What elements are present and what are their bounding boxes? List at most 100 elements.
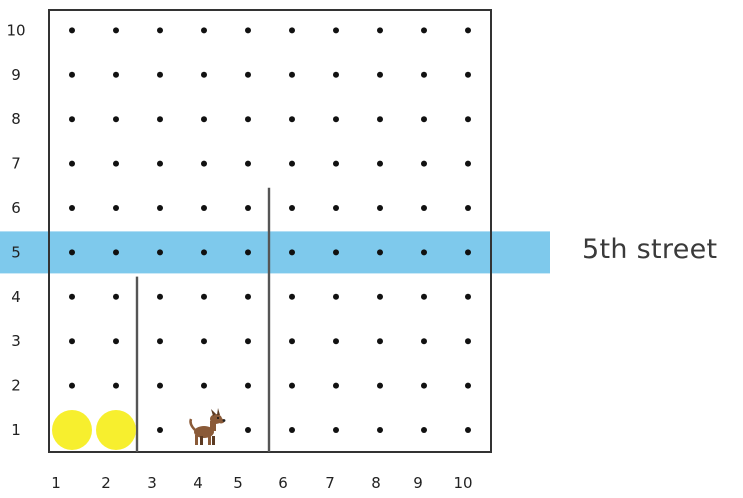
grid-dot <box>69 71 75 78</box>
grid-dot <box>421 293 427 300</box>
grid-dot <box>157 293 163 300</box>
x-tick-label: 3 <box>147 474 157 492</box>
grid-dot <box>377 249 383 256</box>
grid-dot <box>377 160 383 167</box>
y-tick-label: 8 <box>11 110 21 128</box>
dog-leg <box>212 436 215 445</box>
grid-dot <box>333 160 339 167</box>
grid-dot <box>289 293 295 300</box>
grid-dot <box>465 293 471 300</box>
grid-dot <box>157 27 163 34</box>
grid-dot <box>157 427 163 433</box>
grid-dot <box>377 116 383 123</box>
grid-dot <box>421 382 427 389</box>
grid-dot <box>113 205 119 211</box>
y-tick-label: 1 <box>11 421 21 439</box>
grid-dot <box>421 27 427 34</box>
grid-dot <box>69 27 75 34</box>
grid-dot <box>333 382 339 389</box>
grid-dot <box>245 160 251 167</box>
grid-dot <box>201 382 207 389</box>
grid-dot <box>69 338 75 345</box>
grid-dot <box>201 27 207 34</box>
grid-dot <box>69 116 75 123</box>
y-tick-label: 10 <box>6 21 25 39</box>
x-tick-label: 9 <box>413 474 423 492</box>
dog-neck <box>210 421 216 431</box>
grid-dot <box>377 205 383 211</box>
x-tick-label: 4 <box>193 474 203 492</box>
grid-dot <box>69 293 75 300</box>
dog-leg <box>195 435 198 445</box>
grid-dot <box>69 382 75 389</box>
x-tick-label: 8 <box>371 474 381 492</box>
grid-dot <box>69 160 75 167</box>
grid-dot <box>465 160 471 167</box>
grid-dot <box>333 71 339 78</box>
dog-snout <box>217 418 225 424</box>
x-tick-label: 2 <box>101 474 111 492</box>
street-label: 5th street <box>582 234 718 265</box>
grid-dot <box>157 205 163 211</box>
grid-dot <box>333 27 339 34</box>
grid-dot <box>69 205 75 211</box>
grid-dot <box>289 71 295 78</box>
grid-dot <box>113 71 119 78</box>
grid-dot <box>245 249 251 256</box>
grid-dot <box>157 249 163 256</box>
grid-dot <box>69 249 75 256</box>
yellow-circle-marker <box>52 410 92 450</box>
grid-dot <box>465 71 471 78</box>
grid-dot <box>201 338 207 345</box>
y-tick-label: 2 <box>11 377 21 395</box>
x-tick-label: 7 <box>325 474 335 492</box>
grid-dot <box>421 338 427 345</box>
grid-dot <box>245 116 251 123</box>
x-tick-label: 6 <box>278 474 288 492</box>
dog-leg <box>200 436 203 445</box>
grid-dot <box>465 205 471 211</box>
grid-dot <box>157 71 163 78</box>
dog-ear <box>217 408 220 415</box>
grid-dot <box>289 249 295 256</box>
grid-dot <box>113 116 119 123</box>
grid-dot <box>421 427 427 433</box>
grid-dot <box>333 338 339 345</box>
grid-dot <box>333 116 339 123</box>
grid-dot <box>157 116 163 123</box>
grid-dot <box>333 249 339 256</box>
dog-icon <box>189 408 226 445</box>
grid-dot <box>201 71 207 78</box>
dog-ear <box>211 409 216 416</box>
grid-dot <box>421 160 427 167</box>
x-tick-label: 10 <box>453 474 472 492</box>
grid-dot <box>245 205 251 211</box>
grid-dot <box>421 116 427 123</box>
grid-dot <box>113 338 119 345</box>
dog-leg <box>208 435 211 445</box>
grid-dot <box>377 427 383 433</box>
grid-dot <box>201 249 207 256</box>
grid-dot <box>113 249 119 256</box>
y-tick-label: 5 <box>11 243 21 261</box>
grid-dot <box>113 293 119 300</box>
y-tick-label: 3 <box>11 332 21 350</box>
grid-dot <box>289 427 295 433</box>
grid-dot <box>245 293 251 300</box>
dog-nose <box>222 419 226 422</box>
grid-dot <box>333 427 339 433</box>
grid-dot <box>465 427 471 433</box>
grid-dot <box>245 27 251 34</box>
grid-dot <box>289 382 295 389</box>
grid-dot <box>245 427 251 433</box>
grid-dot <box>201 205 207 211</box>
grid-dot <box>113 27 119 34</box>
grid-dot <box>333 205 339 211</box>
grid-dot <box>333 293 339 300</box>
grid-dot <box>245 71 251 78</box>
grid-dot <box>421 249 427 256</box>
y-tick-label: 4 <box>11 288 21 306</box>
grid-dot <box>201 116 207 123</box>
